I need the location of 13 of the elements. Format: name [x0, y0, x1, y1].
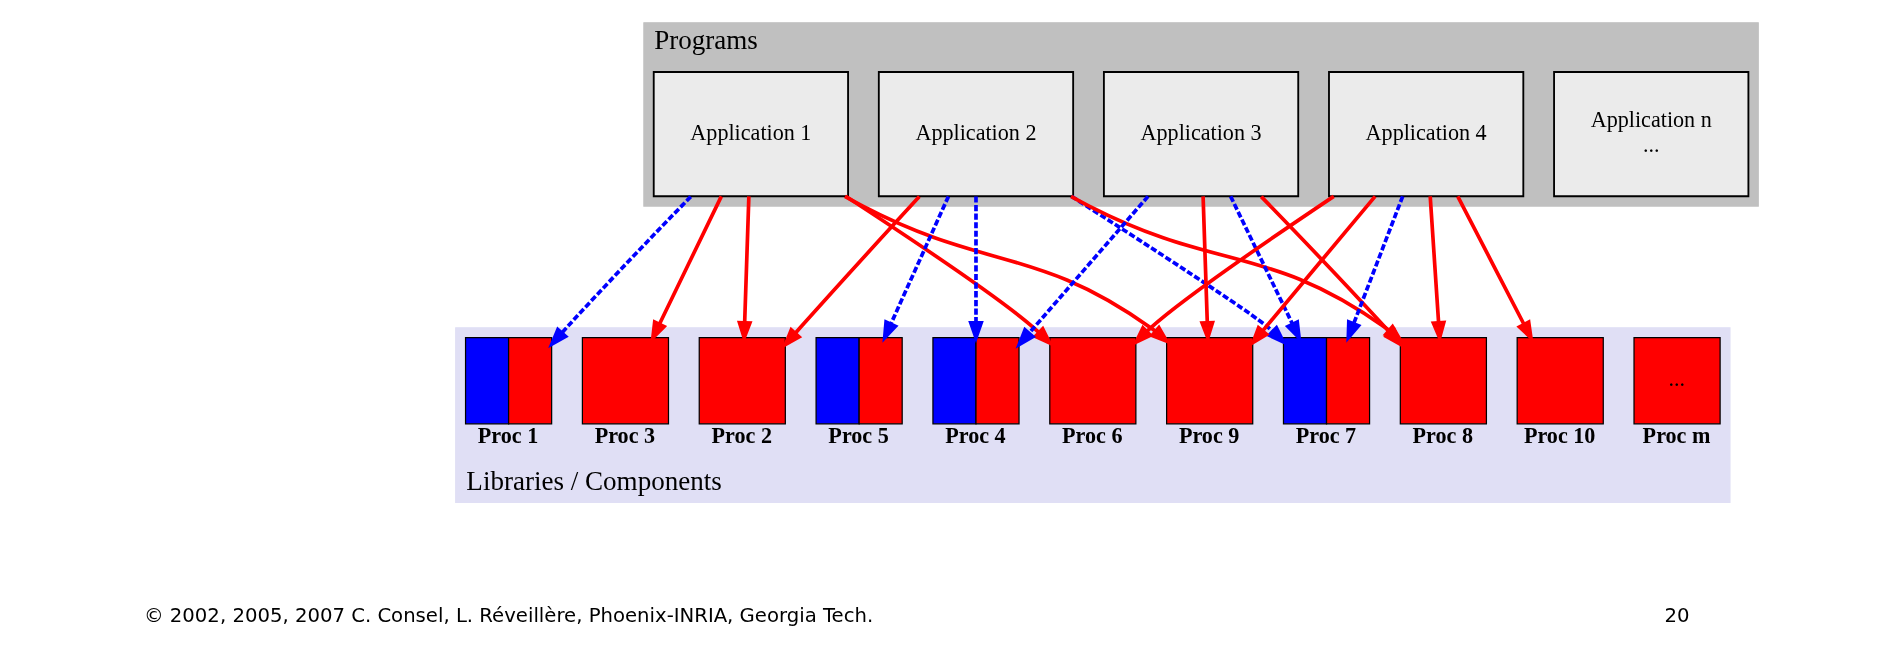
node-label: Proc 3 [594, 422, 656, 448]
node-label: Proc 2 [711, 422, 772, 448]
node-label: Proc 10 [1523, 422, 1596, 448]
node-label: Proc m [1642, 422, 1711, 448]
node-label: Proc 5 [828, 422, 889, 448]
node-label: Proc 1 [477, 422, 539, 448]
label: 20 [1664, 603, 1690, 627]
node-label: Proc 6 [1062, 422, 1123, 448]
node-label: Proc 7 [1295, 422, 1357, 448]
node-label: Proc 9 [1178, 422, 1240, 448]
label: © 2002, 2005, 2007 C. Consel, L. Réveillère, Phoenix-INRIA, Georgia Tech. [143, 603, 874, 627]
node-label: Proc 8 [1412, 422, 1474, 448]
node-label: Proc 4 [945, 422, 1006, 448]
